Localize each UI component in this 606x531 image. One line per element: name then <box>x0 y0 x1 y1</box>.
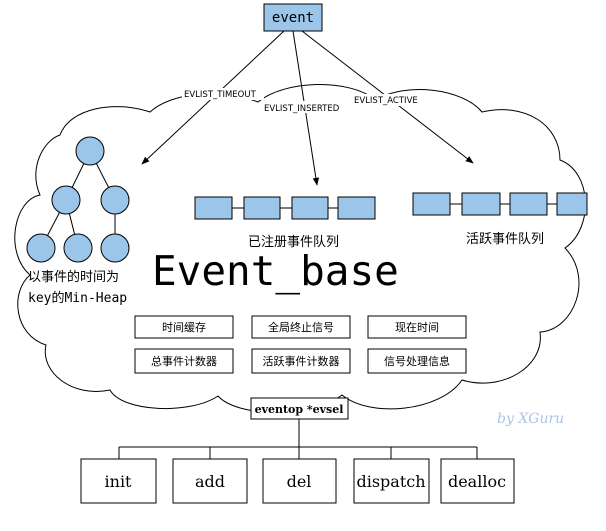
func-box-del <box>262 458 337 504</box>
event-base-fields: 时间缓存 全局终止信号 现在时间 总事件计数器 活跃事件计数器 信号处理信息 <box>134 315 467 374</box>
edge-label-timeout: EVLIST_TIMEOUT <box>184 90 257 100</box>
eventop-functions: init add del dispatch dealloc <box>80 458 515 504</box>
queue-slot <box>412 192 451 216</box>
field-label-current-time: 现在时间 <box>395 321 439 334</box>
func-box-add <box>172 458 248 504</box>
field-label-time-cache: 时间缓存 <box>162 320 206 334</box>
field-box <box>134 315 234 339</box>
edge-label-inserted: EVLIST_INSERTED <box>264 104 340 114</box>
field-label-total-event-counter: 总事件计数器 <box>151 354 217 368</box>
active-queue-caption: 活跃事件队列 <box>466 232 544 247</box>
field-box <box>134 348 234 374</box>
queue-slot <box>291 196 329 220</box>
registered-event-queue <box>194 196 376 220</box>
heap-node <box>26 233 56 263</box>
edge-label-active: EVLIST_ACTIVE <box>354 96 418 106</box>
func-label-init: init <box>105 472 133 491</box>
func-label-dispatch: dispatch <box>356 472 425 491</box>
field-box <box>367 348 467 374</box>
evsel-label: eventop *evsel <box>255 403 344 416</box>
func-label-add: add <box>195 472 225 491</box>
field-box <box>367 315 467 339</box>
author-watermark: by XGuru <box>497 411 564 427</box>
evsel-connector <box>118 419 478 459</box>
heap-caption-line2: key的Min-Heap <box>28 290 127 306</box>
field-label-global-term-signal: 全局终止信号 <box>268 320 334 334</box>
func-box-dispatch <box>353 458 430 504</box>
field-box <box>251 315 351 339</box>
event-node <box>263 3 323 32</box>
func-box-init <box>80 458 157 504</box>
field-label-signal-info: 信号处理信息 <box>384 354 450 368</box>
func-label-del: del <box>287 472 312 491</box>
event-node-label: event <box>272 10 314 26</box>
field-label-active-event-counter: 活跃事件计数器 <box>263 354 340 368</box>
queue-slot <box>461 192 501 216</box>
active-event-queue <box>412 192 588 216</box>
min-heap-tree <box>26 136 130 263</box>
queue-slot <box>556 192 588 216</box>
heap-node <box>75 136 105 166</box>
queue-slot <box>509 192 548 216</box>
heap-node <box>51 185 81 215</box>
func-box-dealloc <box>440 458 515 504</box>
queue-slot <box>243 196 281 220</box>
heap-node <box>100 185 130 215</box>
event-base-title: Event_base <box>152 247 399 295</box>
heap-node <box>100 233 130 263</box>
registered-queue-caption: 已注册事件队列 <box>248 235 339 250</box>
heap-caption-line1: 以事件的时间为 <box>28 269 119 285</box>
heap-node <box>63 233 93 263</box>
field-box <box>251 348 351 374</box>
queue-slot <box>194 196 233 220</box>
queue-slot <box>337 196 376 220</box>
func-label-dealloc: dealloc <box>448 472 506 491</box>
